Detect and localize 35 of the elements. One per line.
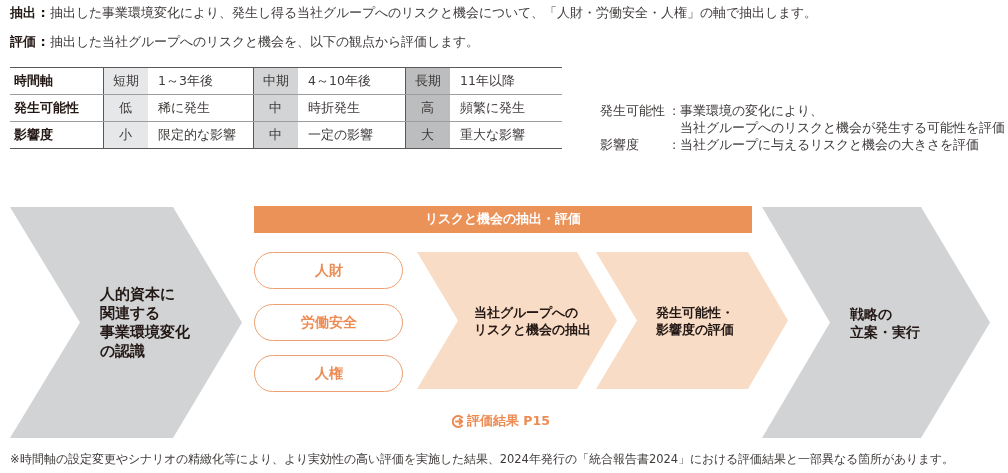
- definition-text: : 事業環境の変化により、当社グループへのリスクと機会が発生する可能性を評価: [672, 102, 1005, 136]
- step-label: 発生可能性・影響度の評価: [656, 303, 735, 338]
- process-step: [10, 207, 242, 438]
- level-cell: 小: [103, 121, 148, 149]
- step-label: 当社グループへのリスクと機会の抽出: [474, 303, 592, 338]
- process-step: [762, 207, 990, 438]
- process-step: [596, 252, 788, 389]
- description-cell: 一定の影響: [298, 121, 405, 149]
- section-header-band: リスクと機会の抽出・評価: [254, 206, 752, 233]
- category-pill: 労働安全: [254, 304, 403, 341]
- category-pill: 人財: [254, 252, 403, 289]
- definition-text: : 当社グループに与えるリスクと機会の大きさを評価: [672, 136, 980, 153]
- term-label: 発生可能性: [600, 102, 665, 119]
- description-cell: 限定的な影響: [148, 121, 253, 149]
- level-cell: 中: [253, 94, 298, 122]
- step-label: 人的資本に関連する事業環境変化の認識: [100, 284, 190, 361]
- step-label: 戦略の立案・実行: [850, 304, 921, 341]
- level-cell: 大: [405, 121, 450, 149]
- level-cell: 低: [103, 94, 148, 122]
- footnote-text: ※時間軸の設定変更やシナリオの精緻化等により、より実効性の高い評価を実施した結果、2024年発行の「統合報告書2024」における評価結果と一部異なる箇所があります。: [10, 452, 955, 467]
- description-cell: 11年以降: [450, 67, 562, 95]
- definition-text: 抽出 : 抽出した事業環境変化により、発生し得る当社グループへのリスクと機会について、「人財・労働安全・人権」の軸で抽出します。: [10, 4, 817, 22]
- term-label: 影響度: [600, 136, 639, 153]
- category-pill: 人権: [254, 355, 403, 392]
- row-header-cell: 影響度: [10, 121, 103, 149]
- description-cell: 頻繁に発生: [450, 94, 562, 122]
- description-cell: 重大な影響: [450, 121, 562, 149]
- page-reference: 評価結果 P15: [467, 413, 550, 429]
- level-cell: 中期: [253, 67, 298, 95]
- level-cell: 高: [405, 94, 450, 122]
- level-cell: 中: [253, 121, 298, 149]
- definition-text: 評価 : 抽出した当社グループへのリスクと機会を、以下の観点から評価します。: [10, 33, 479, 51]
- level-cell: 短期: [103, 67, 148, 95]
- process-step: [417, 252, 617, 389]
- level-cell: 長期: [405, 67, 450, 95]
